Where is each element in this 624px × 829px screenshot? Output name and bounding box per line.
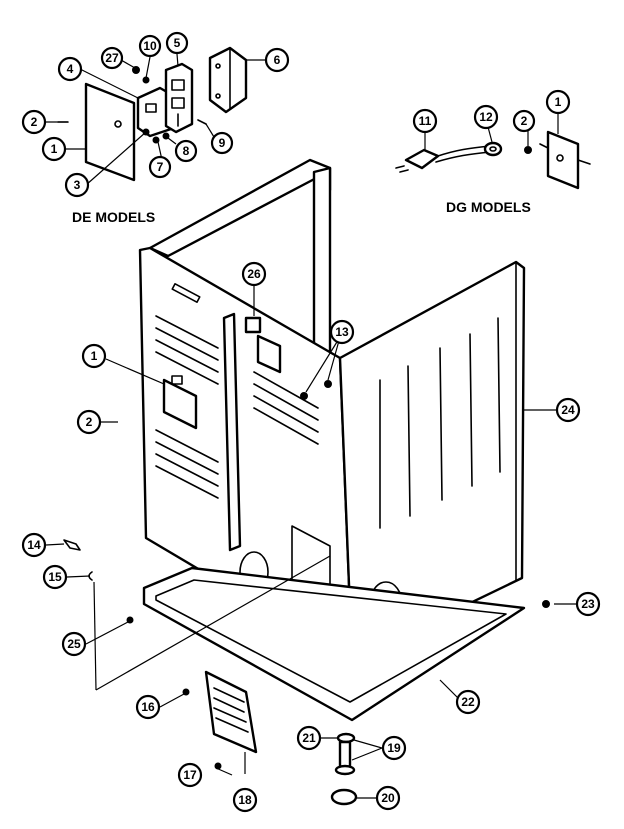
strain-relief bbox=[483, 141, 503, 157]
cabinet-back-frame bbox=[148, 158, 332, 258]
callout-18: 18 bbox=[232, 787, 258, 813]
cabinet-channel bbox=[222, 312, 242, 552]
callout-2-side: 2 bbox=[76, 409, 102, 435]
callout-1: 1 bbox=[41, 136, 67, 162]
svg-text:12: 12 bbox=[479, 110, 493, 124]
svg-text:11: 11 bbox=[419, 114, 432, 128]
leveling-leg bbox=[338, 740, 352, 770]
screw-7 bbox=[152, 136, 160, 144]
svg-text:21: 21 bbox=[302, 731, 316, 745]
cabinet-bracket bbox=[244, 316, 262, 334]
cabinet bbox=[101, 158, 556, 662]
callout-25: 25 bbox=[61, 631, 87, 657]
svg-text:18: 18 bbox=[238, 793, 252, 807]
de-mounting-plate bbox=[84, 82, 136, 182]
svg-text:17: 17 bbox=[183, 768, 197, 782]
callout-22: 22 bbox=[455, 689, 481, 715]
base-assembly bbox=[45, 539, 576, 806]
svg-text:27: 27 bbox=[105, 51, 119, 65]
callout-10: 10 bbox=[138, 34, 162, 58]
callout-26: 26 bbox=[241, 261, 267, 287]
svg-text:3: 3 bbox=[74, 178, 81, 192]
svg-text:19: 19 bbox=[387, 741, 401, 755]
callout-9: 9 bbox=[210, 131, 234, 155]
callout-1-dg: 1 bbox=[545, 89, 571, 115]
screw-23 bbox=[542, 600, 550, 608]
dg-models-assembly bbox=[395, 113, 591, 190]
side-access-plate bbox=[162, 378, 198, 430]
svg-text:1: 1 bbox=[51, 142, 58, 156]
svg-text:10: 10 bbox=[143, 39, 157, 53]
callout-21: 21 bbox=[296, 725, 322, 751]
svg-text:2: 2 bbox=[31, 115, 38, 129]
de-models-label: DE MODELS bbox=[72, 209, 155, 225]
svg-text:8: 8 bbox=[183, 144, 190, 158]
power-cord bbox=[404, 148, 440, 170]
left-side-louvers bbox=[155, 315, 319, 499]
leg-foot bbox=[330, 788, 358, 806]
screw-13a bbox=[300, 392, 308, 400]
callout-2: 2 bbox=[21, 109, 47, 135]
screw-13b bbox=[324, 380, 332, 388]
clip bbox=[63, 539, 81, 551]
svg-text:1: 1 bbox=[91, 349, 98, 363]
dg-models-label: DG MODELS bbox=[446, 199, 531, 215]
callout-8: 8 bbox=[174, 139, 198, 163]
screw-16 bbox=[182, 688, 190, 696]
svg-text:5: 5 bbox=[174, 36, 181, 50]
de-models-assembly bbox=[46, 46, 265, 186]
svg-text:1: 1 bbox=[555, 95, 562, 109]
callout-15: 15 bbox=[42, 564, 68, 590]
callout-14: 14 bbox=[21, 532, 47, 558]
svg-text:2: 2 bbox=[521, 114, 528, 128]
screw-17 bbox=[214, 762, 222, 770]
svg-text:13: 13 bbox=[335, 325, 349, 339]
svg-text:25: 25 bbox=[67, 637, 81, 651]
cabinet-rear-post bbox=[312, 166, 332, 360]
callout-16: 16 bbox=[135, 694, 161, 720]
screw-25 bbox=[126, 616, 134, 624]
callout-17: 17 bbox=[177, 762, 203, 788]
svg-text:9: 9 bbox=[219, 136, 226, 150]
rear-strap bbox=[208, 46, 248, 114]
callout-13: 13 bbox=[329, 319, 355, 345]
svg-text:4: 4 bbox=[67, 62, 74, 76]
callout-12: 12 bbox=[473, 104, 499, 130]
svg-text:20: 20 bbox=[381, 791, 395, 805]
callout-19: 19 bbox=[381, 735, 407, 761]
callout-2-dg: 2 bbox=[512, 109, 536, 133]
callout-4: 4 bbox=[57, 56, 83, 82]
dg-screw bbox=[524, 146, 532, 154]
svg-text:2: 2 bbox=[86, 415, 93, 429]
svg-text:6: 6 bbox=[274, 53, 281, 67]
callout-11: 11 bbox=[412, 108, 438, 134]
callout-23: 23 bbox=[575, 591, 601, 617]
callout-3: 3 bbox=[64, 172, 90, 198]
svg-text:16: 16 bbox=[141, 700, 155, 714]
callout-27: 27 bbox=[100, 46, 124, 70]
callout-1-side: 1 bbox=[81, 343, 107, 369]
callout-20: 20 bbox=[375, 785, 401, 811]
callout-24: 24 bbox=[555, 397, 581, 423]
svg-text:14: 14 bbox=[27, 538, 41, 552]
svg-text:7: 7 bbox=[157, 160, 164, 174]
callout-6: 6 bbox=[264, 47, 290, 73]
callout-5: 5 bbox=[165, 31, 189, 55]
svg-text:15: 15 bbox=[48, 570, 62, 584]
svg-text:26: 26 bbox=[247, 267, 261, 281]
svg-text:24: 24 bbox=[561, 403, 575, 417]
toe-panel bbox=[204, 670, 258, 754]
callout-7: 7 bbox=[148, 155, 172, 179]
svg-text:22: 22 bbox=[461, 695, 475, 709]
svg-text:23: 23 bbox=[581, 597, 595, 611]
screw-8 bbox=[162, 132, 170, 140]
